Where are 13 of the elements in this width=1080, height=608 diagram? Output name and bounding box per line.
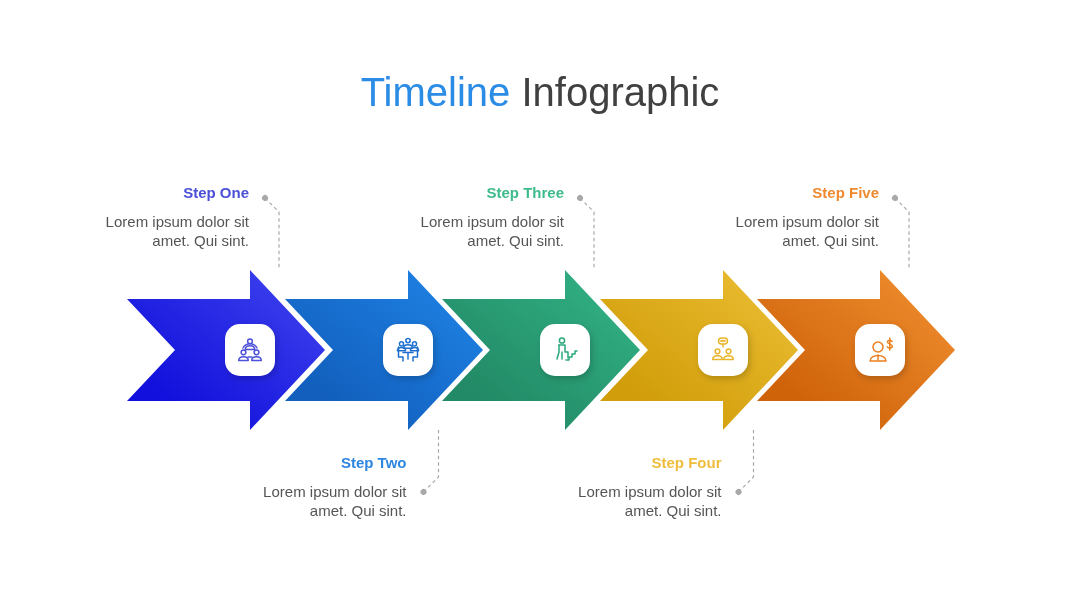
leader-line — [735, 429, 755, 495]
step-heading: Step Three — [486, 183, 564, 203]
step-description: Lorem ipsum dolor sit amet. Qui sint. — [419, 212, 564, 250]
leader-line — [420, 429, 440, 495]
step-heading: Step One — [183, 183, 249, 203]
step-heading: Step Four — [651, 453, 722, 473]
title: Timeline Infographic — [360, 69, 720, 116]
step-description: Lorem ipsum dolor sit amet. Qui sint. — [104, 212, 249, 250]
step-heading: Step Five — [812, 183, 879, 203]
step-heading: Step Two — [340, 453, 407, 473]
step-description: Lorem ipsum dolor sit amet. Qui sint. — [577, 482, 722, 520]
step-description: Lorem ipsum dolor sit amet. Qui sint. — [262, 482, 407, 520]
step-description: Lorem ipsum dolor sit amet. Qui sint. — [734, 212, 879, 250]
